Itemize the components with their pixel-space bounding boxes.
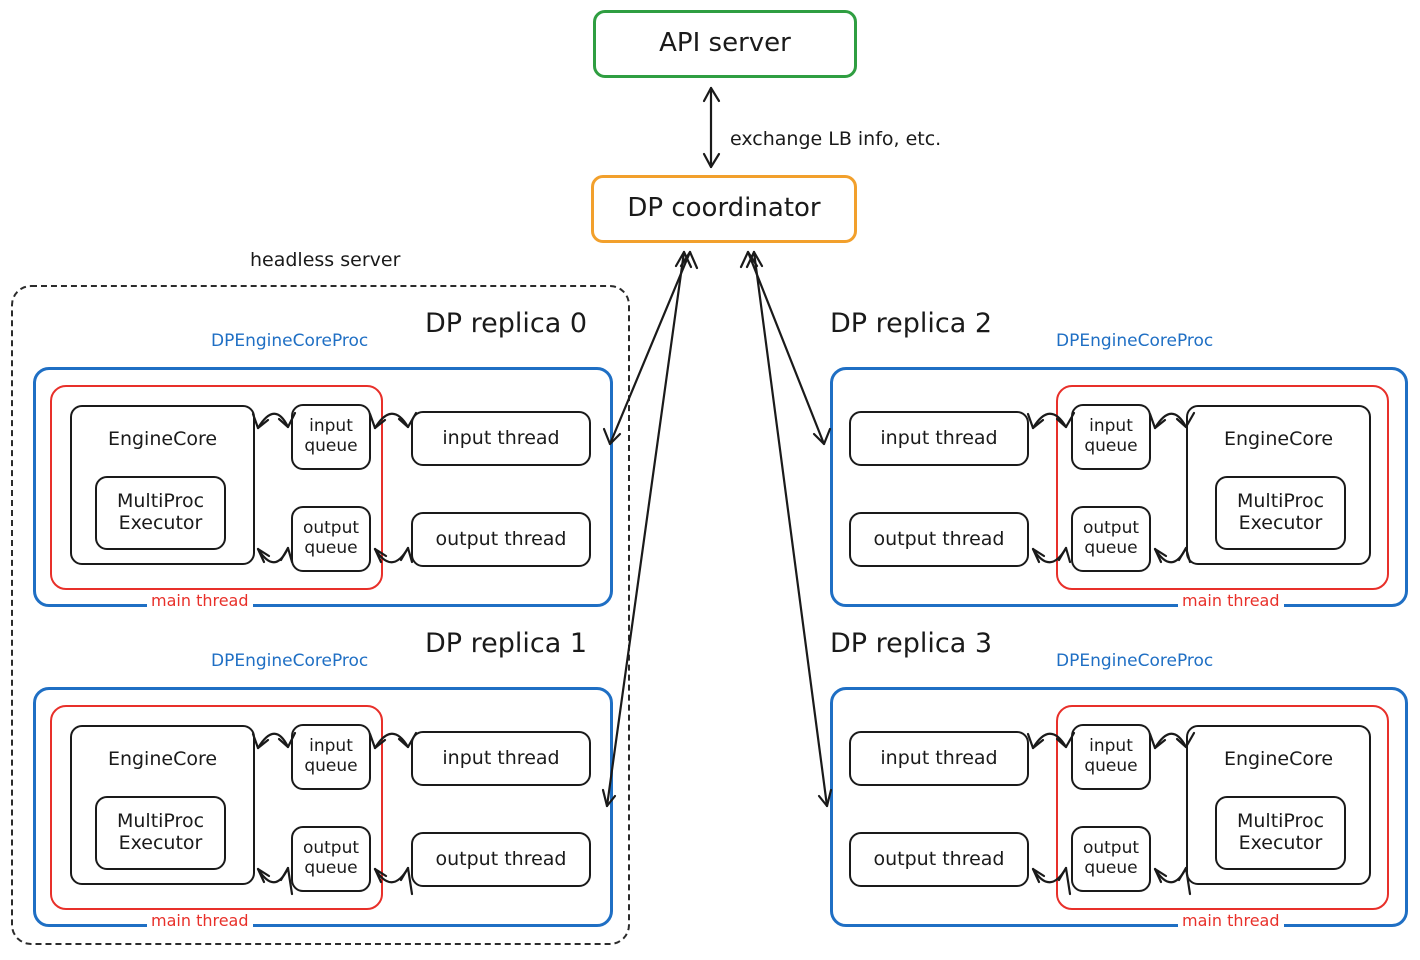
replica-2-output-queue[interactable]: output queue <box>1071 506 1151 572</box>
engine-core-label: EngineCore <box>1223 748 1334 770</box>
input-thread-label: input thread <box>442 426 560 449</box>
input-queue-line-1: input <box>309 416 353 437</box>
output-thread-label: output thread <box>435 527 567 550</box>
replica-1-main-thread-region <box>50 705 383 910</box>
input-queue-line-1: input <box>1089 416 1133 437</box>
replica-1-input-thread[interactable]: input thread <box>411 731 591 786</box>
replica-1-proc-label: DPEngineCoreProc <box>207 651 373 671</box>
output-queue-line-1: output <box>302 838 360 859</box>
output-queue-line-1: output <box>302 518 360 539</box>
replica-1-multiproc-executor[interactable]: MultiProc Executor <box>95 796 226 870</box>
replica-0-title: DP replica 0 <box>425 308 588 339</box>
replica-1-input-queue[interactable]: input queue <box>291 724 371 790</box>
replica-1-main-thread-label: main thread <box>147 911 253 930</box>
input-queue-line-2: queue <box>1084 756 1138 776</box>
input-queue-line-2: queue <box>304 756 358 776</box>
replica-2-multiproc-executor[interactable]: MultiProc Executor <box>1215 476 1346 550</box>
replica-0-input-thread[interactable]: input thread <box>411 411 591 466</box>
input-thread-label: input thread <box>880 746 998 769</box>
coordinator-replica-arrows <box>601 250 833 808</box>
replica-3-input-thread[interactable]: input thread <box>849 731 1029 786</box>
replica-3-multiproc-executor[interactable]: MultiProc Executor <box>1215 796 1346 870</box>
replica-0-multiproc-executor[interactable]: MultiProc Executor <box>95 476 226 550</box>
replica-2-proc-label: DPEngineCoreProc <box>1052 331 1218 351</box>
multiproc-line-2: Executor <box>1238 832 1323 854</box>
replica-3-main-thread-region <box>1056 705 1389 910</box>
output-thread-label: output thread <box>873 527 1005 550</box>
replica-3-output-queue[interactable]: output queue <box>1071 826 1151 892</box>
dp-coordinator-node[interactable]: DP coordinator <box>591 175 857 243</box>
replica-1-output-thread[interactable]: output thread <box>411 832 591 887</box>
input-thread-label: input thread <box>442 746 560 769</box>
replica-3-proc-label: DPEngineCoreProc <box>1052 651 1218 671</box>
headless-server-label: headless server <box>250 249 401 271</box>
input-queue-line-2: queue <box>304 436 358 456</box>
engine-core-label: EngineCore <box>107 428 218 450</box>
output-queue-line-2: queue <box>304 858 358 878</box>
input-queue-line-1: input <box>309 736 353 757</box>
replica-3-title: DP replica 3 <box>830 628 993 659</box>
replica-2-input-thread[interactable]: input thread <box>849 411 1029 466</box>
api-server-node[interactable]: API server <box>593 10 857 78</box>
replica-0-output-thread[interactable]: output thread <box>411 512 591 567</box>
engine-core-label: EngineCore <box>107 748 218 770</box>
replica-0-proc-label: DPEngineCoreProc <box>207 331 373 351</box>
api-server-label: API server <box>659 28 791 59</box>
replica-3-input-queue[interactable]: input queue <box>1071 724 1151 790</box>
replica-1-output-queue[interactable]: output queue <box>291 826 371 892</box>
output-thread-label: output thread <box>435 847 567 870</box>
multiproc-line-1: MultiProc <box>116 490 205 513</box>
replica-1-title: DP replica 1 <box>425 628 588 659</box>
replica-2-main-thread-region <box>1056 385 1389 590</box>
input-queue-line-2: queue <box>1084 436 1138 456</box>
replica-3-output-thread[interactable]: output thread <box>849 832 1029 887</box>
output-queue-line-2: queue <box>1084 538 1138 558</box>
output-queue-line-1: output <box>1082 518 1140 539</box>
replica-0-output-queue[interactable]: output queue <box>291 506 371 572</box>
output-thread-label: output thread <box>873 847 1005 870</box>
replica-2-input-queue[interactable]: input queue <box>1071 404 1151 470</box>
multiproc-line-2: Executor <box>118 512 203 534</box>
output-queue-line-1: output <box>1082 838 1140 859</box>
input-thread-label: input thread <box>880 426 998 449</box>
replica-3-main-thread-label: main thread <box>1178 911 1284 930</box>
multiproc-line-1: MultiProc <box>116 810 205 833</box>
output-queue-line-2: queue <box>1084 858 1138 878</box>
engine-core-label: EngineCore <box>1223 428 1334 450</box>
api-coordinator-arrow <box>702 86 721 169</box>
replica-2-title: DP replica 2 <box>830 308 993 339</box>
replica-2-main-thread-label: main thread <box>1178 591 1284 610</box>
replica-2-output-thread[interactable]: output thread <box>849 512 1029 567</box>
multiproc-line-1: MultiProc <box>1236 490 1325 513</box>
output-queue-line-2: queue <box>304 538 358 558</box>
replica-0-main-thread-label: main thread <box>147 591 253 610</box>
exchange-lb-info-label: exchange LB info, etc. <box>730 128 942 150</box>
multiproc-line-2: Executor <box>118 832 203 854</box>
replica-0-main-thread-region <box>50 385 383 590</box>
replica-0-input-queue[interactable]: input queue <box>291 404 371 470</box>
multiproc-line-2: Executor <box>1238 512 1323 534</box>
replica-2-proc-region <box>830 367 1408 607</box>
dp-coordinator-label: DP coordinator <box>627 193 821 224</box>
multiproc-line-1: MultiProc <box>1236 810 1325 833</box>
input-queue-line-1: input <box>1089 736 1133 757</box>
